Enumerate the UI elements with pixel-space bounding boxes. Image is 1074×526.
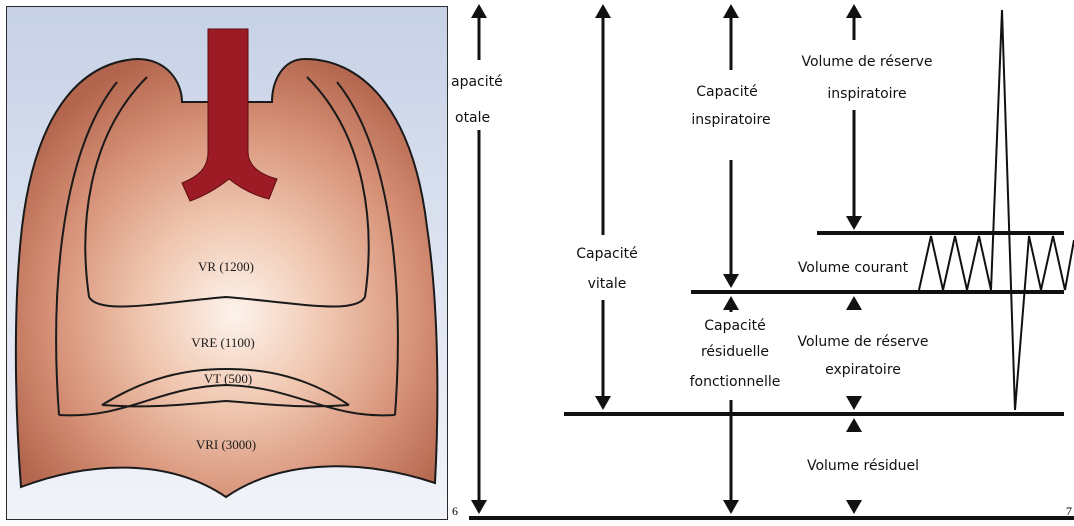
lung-volumes-panel: VR (1200) VRE (1100) VT (500) VRI (3000) xyxy=(6,6,448,520)
capacite-totale-label-2: otale xyxy=(455,110,490,126)
spirogram-panel: apacité otale Capacité inspiratoire Volu… xyxy=(449,0,1074,526)
tidal-breathing-trace xyxy=(919,10,1074,410)
vre-label-1: Volume de réserve xyxy=(797,334,928,350)
vt-label: VT (500) xyxy=(204,371,253,386)
vri-label-1: Volume de réserve xyxy=(801,54,932,70)
vri-label-2: inspiratoire xyxy=(827,86,906,102)
vre-arrow xyxy=(846,296,862,410)
vri-arrow xyxy=(846,4,862,230)
crf-label-3: fonctionnelle xyxy=(690,374,781,390)
capacite-inspiratoire-label-2: inspiratoire xyxy=(691,112,770,128)
vre-label-2: expiratoire xyxy=(825,362,901,378)
page-number-right: 7 xyxy=(1066,504,1072,519)
capacite-totale-label-1: apacité xyxy=(451,74,503,90)
spirogram-diagram: apacité otale Capacité inspiratoire Volu… xyxy=(449,0,1074,526)
capacite-vitale-arrow xyxy=(595,4,611,410)
capacite-vitale-label-2: vitale xyxy=(588,276,627,292)
lung-illustration: VR (1200) VRE (1100) VT (500) VRI (3000) xyxy=(7,7,448,520)
capacite-vitale-label-1: Capacité xyxy=(576,246,638,262)
vr-label: VR (1200) xyxy=(198,259,254,274)
crf-label-1: Capacité xyxy=(704,318,766,334)
crf-label-2: résiduelle xyxy=(701,344,769,360)
vri-label: VRI (3000) xyxy=(196,437,256,452)
volume-courant-label: Volume courant xyxy=(798,260,909,276)
volume-residuel-label: Volume résiduel xyxy=(807,458,919,474)
capacite-inspiratoire-arrow xyxy=(723,4,739,288)
capacite-inspiratoire-label-1: Capacité xyxy=(696,84,758,100)
vre-label: VRE (1100) xyxy=(191,335,254,350)
